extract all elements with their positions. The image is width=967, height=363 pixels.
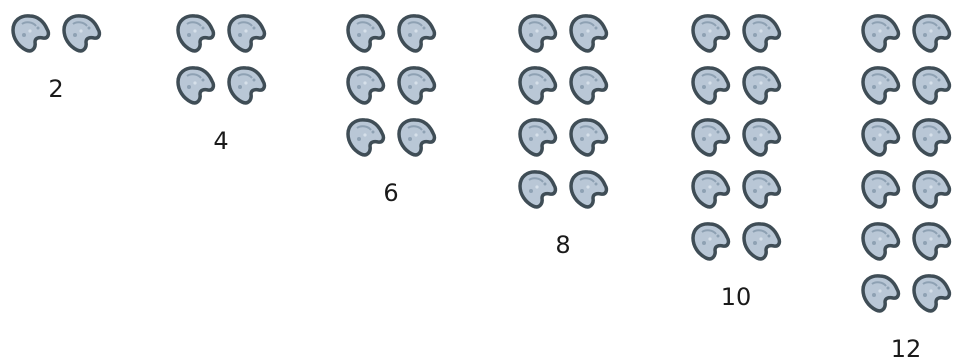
bean-icon: [688, 219, 732, 263]
bean-icon: [909, 11, 953, 55]
bean-icon: [173, 63, 217, 107]
bean-icon: [739, 219, 783, 263]
bean-icon: [566, 63, 610, 107]
bean-icon: [688, 11, 732, 55]
bean-icon: [515, 63, 559, 107]
group-count-label: 12: [891, 337, 922, 361]
bean-icon: [858, 219, 902, 263]
bean-icon: [343, 11, 387, 55]
bean-icon: [394, 115, 438, 159]
bean-icon: [858, 167, 902, 211]
group-count-label: 4: [213, 129, 228, 153]
bean-icon: [394, 63, 438, 107]
bean-icon: [566, 167, 610, 211]
bean-icon: [909, 115, 953, 159]
group-count-label: 2: [48, 77, 63, 101]
bean-icon: [909, 167, 953, 211]
bean-icon: [343, 63, 387, 107]
bean-icon: [688, 115, 732, 159]
bean-icon: [858, 271, 902, 315]
bean-icon: [394, 11, 438, 55]
bean-icon: [343, 115, 387, 159]
group-count-label: 6: [383, 181, 398, 205]
bean-icon: [858, 115, 902, 159]
bean-icon: [909, 63, 953, 107]
bean-icon: [739, 63, 783, 107]
bean-icon: [739, 115, 783, 159]
bean-icon: [515, 11, 559, 55]
group-count-label: 10: [721, 285, 752, 309]
bean-icon: [566, 115, 610, 159]
bean-icon: [566, 11, 610, 55]
bean-icon: [739, 11, 783, 55]
bean-icon: [515, 115, 559, 159]
bean-icon: [8, 11, 52, 55]
bean-icon: [858, 63, 902, 107]
bean-icon: [688, 167, 732, 211]
bean-icon: [688, 63, 732, 107]
bean-icon: [59, 11, 103, 55]
bean-icon: [858, 11, 902, 55]
bean-icon: [515, 167, 559, 211]
group-count-label: 8: [555, 233, 570, 257]
bean-icon: [909, 271, 953, 315]
bean-icon: [909, 219, 953, 263]
bean-icon: [224, 11, 268, 55]
bean-icon: [224, 63, 268, 107]
bean-icon: [739, 167, 783, 211]
bean-icon: [173, 11, 217, 55]
